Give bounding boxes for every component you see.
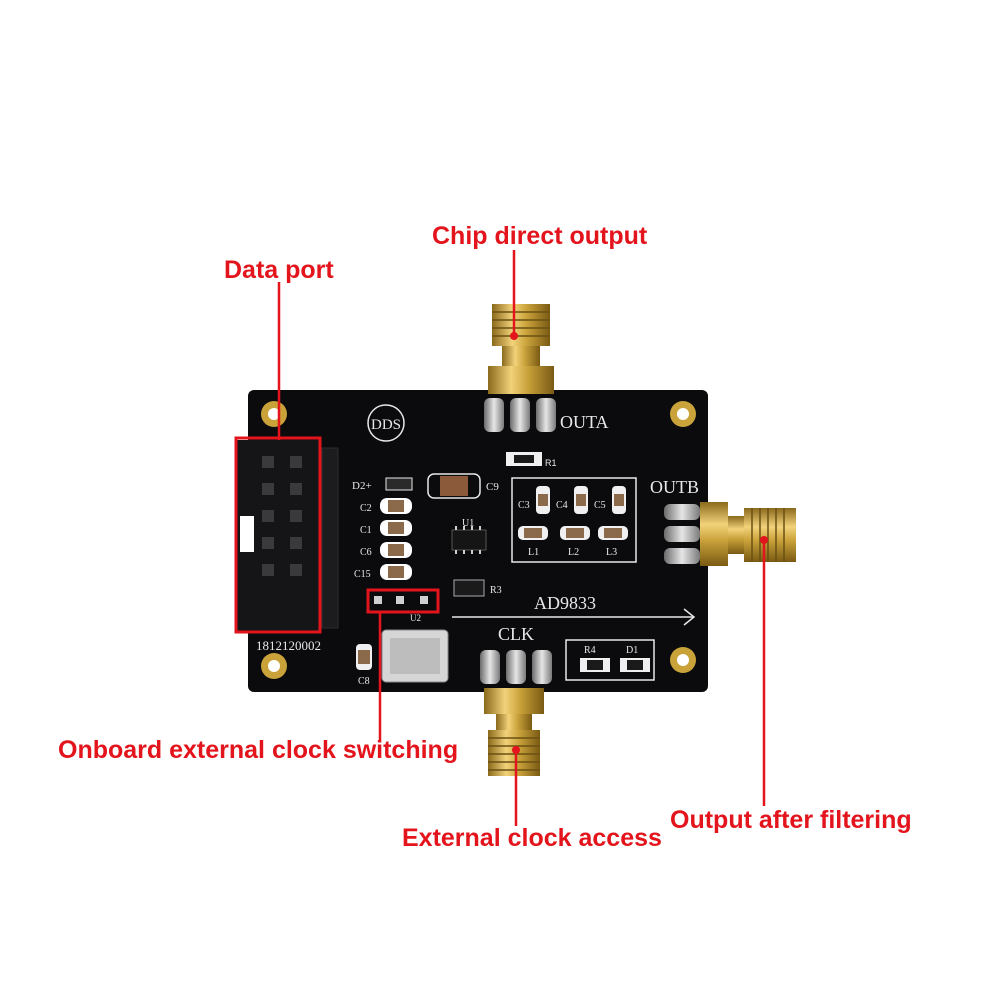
label-c6: C6 xyxy=(360,547,372,558)
label-c4: C4 xyxy=(556,500,568,511)
data-port-header xyxy=(234,436,339,634)
label-c5: C5 xyxy=(594,500,606,511)
label-outa: OUTA xyxy=(560,412,609,432)
filter-section xyxy=(511,477,637,563)
label-l3: L3 xyxy=(606,547,617,558)
chip-u1 xyxy=(451,529,487,551)
callout-onboard-clock-switching: Onboard external clock switching xyxy=(58,736,459,764)
clock-switch-jumper xyxy=(366,588,440,614)
label-serial: 1812120002 xyxy=(256,638,321,653)
label-d2: D2+ xyxy=(352,480,372,492)
sma-connector-outb xyxy=(664,502,796,566)
callout-chip-direct-output: Chip direct output xyxy=(432,222,648,250)
label-outb: OUTB xyxy=(650,477,699,497)
label-clk: CLK xyxy=(498,624,534,644)
label-r3: R3 xyxy=(490,585,502,596)
label-r4: R4 xyxy=(584,645,596,656)
capacitor-column xyxy=(380,498,412,580)
callout-external-clock-access: External clock access xyxy=(402,824,662,852)
filter-components xyxy=(518,486,628,540)
label-r1: R1 xyxy=(545,458,557,468)
label-c3: C3 xyxy=(518,500,530,511)
mounting-holes xyxy=(261,401,696,679)
label-c9: C9 xyxy=(486,481,499,493)
label-ad9833: AD9833 xyxy=(534,593,596,613)
dds-logo: DDS xyxy=(371,417,401,433)
label-c8: C8 xyxy=(358,676,370,687)
callout-output-after-filtering: Output after filtering xyxy=(670,806,912,834)
label-c2: C2 xyxy=(360,503,372,514)
label-l1: L1 xyxy=(528,547,539,558)
sma-connector-outa xyxy=(484,304,556,432)
r4-d1-box xyxy=(565,639,655,681)
label-u2: U2 xyxy=(410,613,421,623)
label-d1: D1 xyxy=(626,645,638,656)
callout-data-port: Data port xyxy=(224,256,334,284)
callout-lines xyxy=(277,250,766,826)
label-c15: C15 xyxy=(354,569,371,580)
label-u1: U1 xyxy=(462,518,474,529)
switch-highlight xyxy=(366,588,440,614)
label-l2: L2 xyxy=(568,547,579,558)
label-c1: C1 xyxy=(360,525,372,536)
